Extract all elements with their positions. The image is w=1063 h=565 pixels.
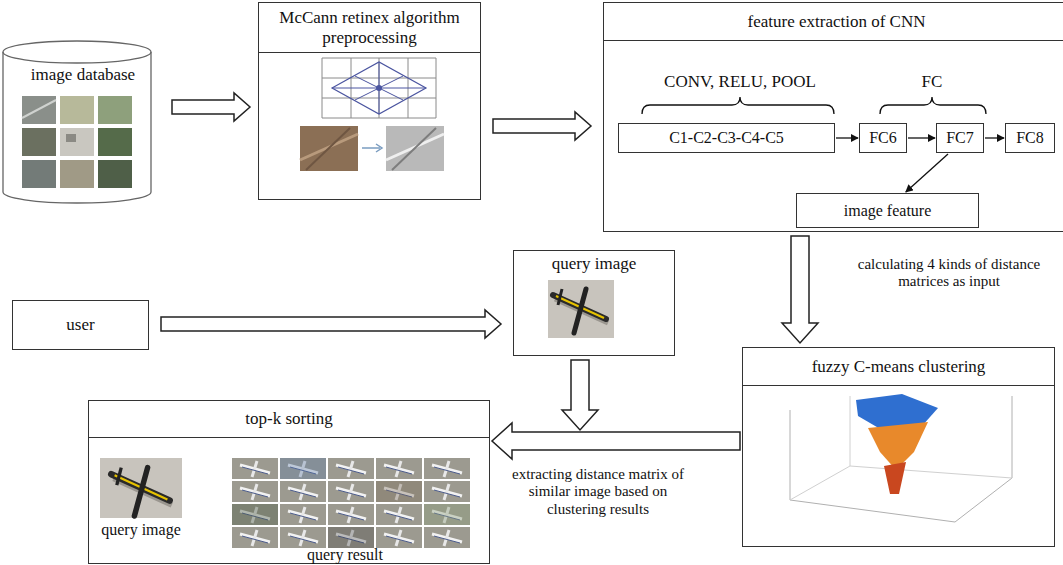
annotation-label: query result xyxy=(280,546,410,564)
database-thumbnails xyxy=(22,96,132,188)
arrow-line xyxy=(836,137,858,138)
box-label: FC7 xyxy=(946,129,974,147)
process-box: FC6 xyxy=(859,123,907,153)
retinex-path-diagram xyxy=(322,58,436,118)
topk-query-picture xyxy=(100,458,182,518)
edge-label: extracting distance matrix of similar im… xyxy=(498,466,698,518)
process-box: FC8 xyxy=(1005,123,1055,153)
process-box: image feature xyxy=(796,193,979,228)
box-heading: McCann retinex algorithm preprocessing xyxy=(259,3,480,53)
arrow-line xyxy=(908,137,935,138)
hollow-arrow xyxy=(782,236,818,343)
process-box: fuzzy C-means clustering xyxy=(742,347,1055,547)
hollow-arrow xyxy=(172,93,250,121)
query-image-picture xyxy=(548,280,614,338)
box-label: C1-C2-C3-C4-C5 xyxy=(669,129,784,147)
box-label: FC6 xyxy=(869,129,897,147)
process-box: C1-C2-C3-C4-C5 xyxy=(618,123,835,153)
box-label: image feature xyxy=(844,202,932,220)
annotation-label: FC xyxy=(907,72,957,92)
hollow-arrow xyxy=(562,360,598,430)
retinex-before-after xyxy=(300,126,444,171)
box-heading: fuzzy C-means clustering xyxy=(743,348,1054,386)
fc-brace xyxy=(880,97,986,114)
box-heading: top-k sorting xyxy=(89,401,489,438)
box-label: image database xyxy=(2,40,164,85)
process-box: McCann retinex algorithm preprocessing xyxy=(258,2,481,200)
arrow-line xyxy=(906,154,948,192)
process-box: query image xyxy=(513,250,675,356)
box-label: query image xyxy=(514,251,674,274)
cluster-3d-plot xyxy=(790,394,1012,522)
box-heading: feature extraction of CNN xyxy=(604,3,1063,41)
hollow-arrow xyxy=(493,112,591,140)
box-label: user xyxy=(66,316,94,335)
process-box: feature extraction of CNN C1-C2-C3-C4-C5 F… xyxy=(603,2,1063,232)
process-box: top-k sorting xyxy=(88,400,490,564)
process-box: user xyxy=(12,300,149,350)
annotation-label: CONV, RELU, POOL xyxy=(630,72,850,92)
layer-brace xyxy=(642,97,834,114)
hollow-arrow xyxy=(161,310,501,338)
arrow-line xyxy=(985,137,1004,138)
hollow-arrow xyxy=(492,423,740,459)
box-label: FC8 xyxy=(1016,129,1044,147)
topk-result-grid xyxy=(232,458,470,548)
cylinder-outline xyxy=(2,40,152,204)
process-box: FC7 xyxy=(936,123,984,153)
annotation-label: query image xyxy=(86,521,196,539)
database-cylinder: image database xyxy=(2,40,164,204)
edge-label: calculating 4 kinds of distance matrices… xyxy=(838,256,1060,291)
